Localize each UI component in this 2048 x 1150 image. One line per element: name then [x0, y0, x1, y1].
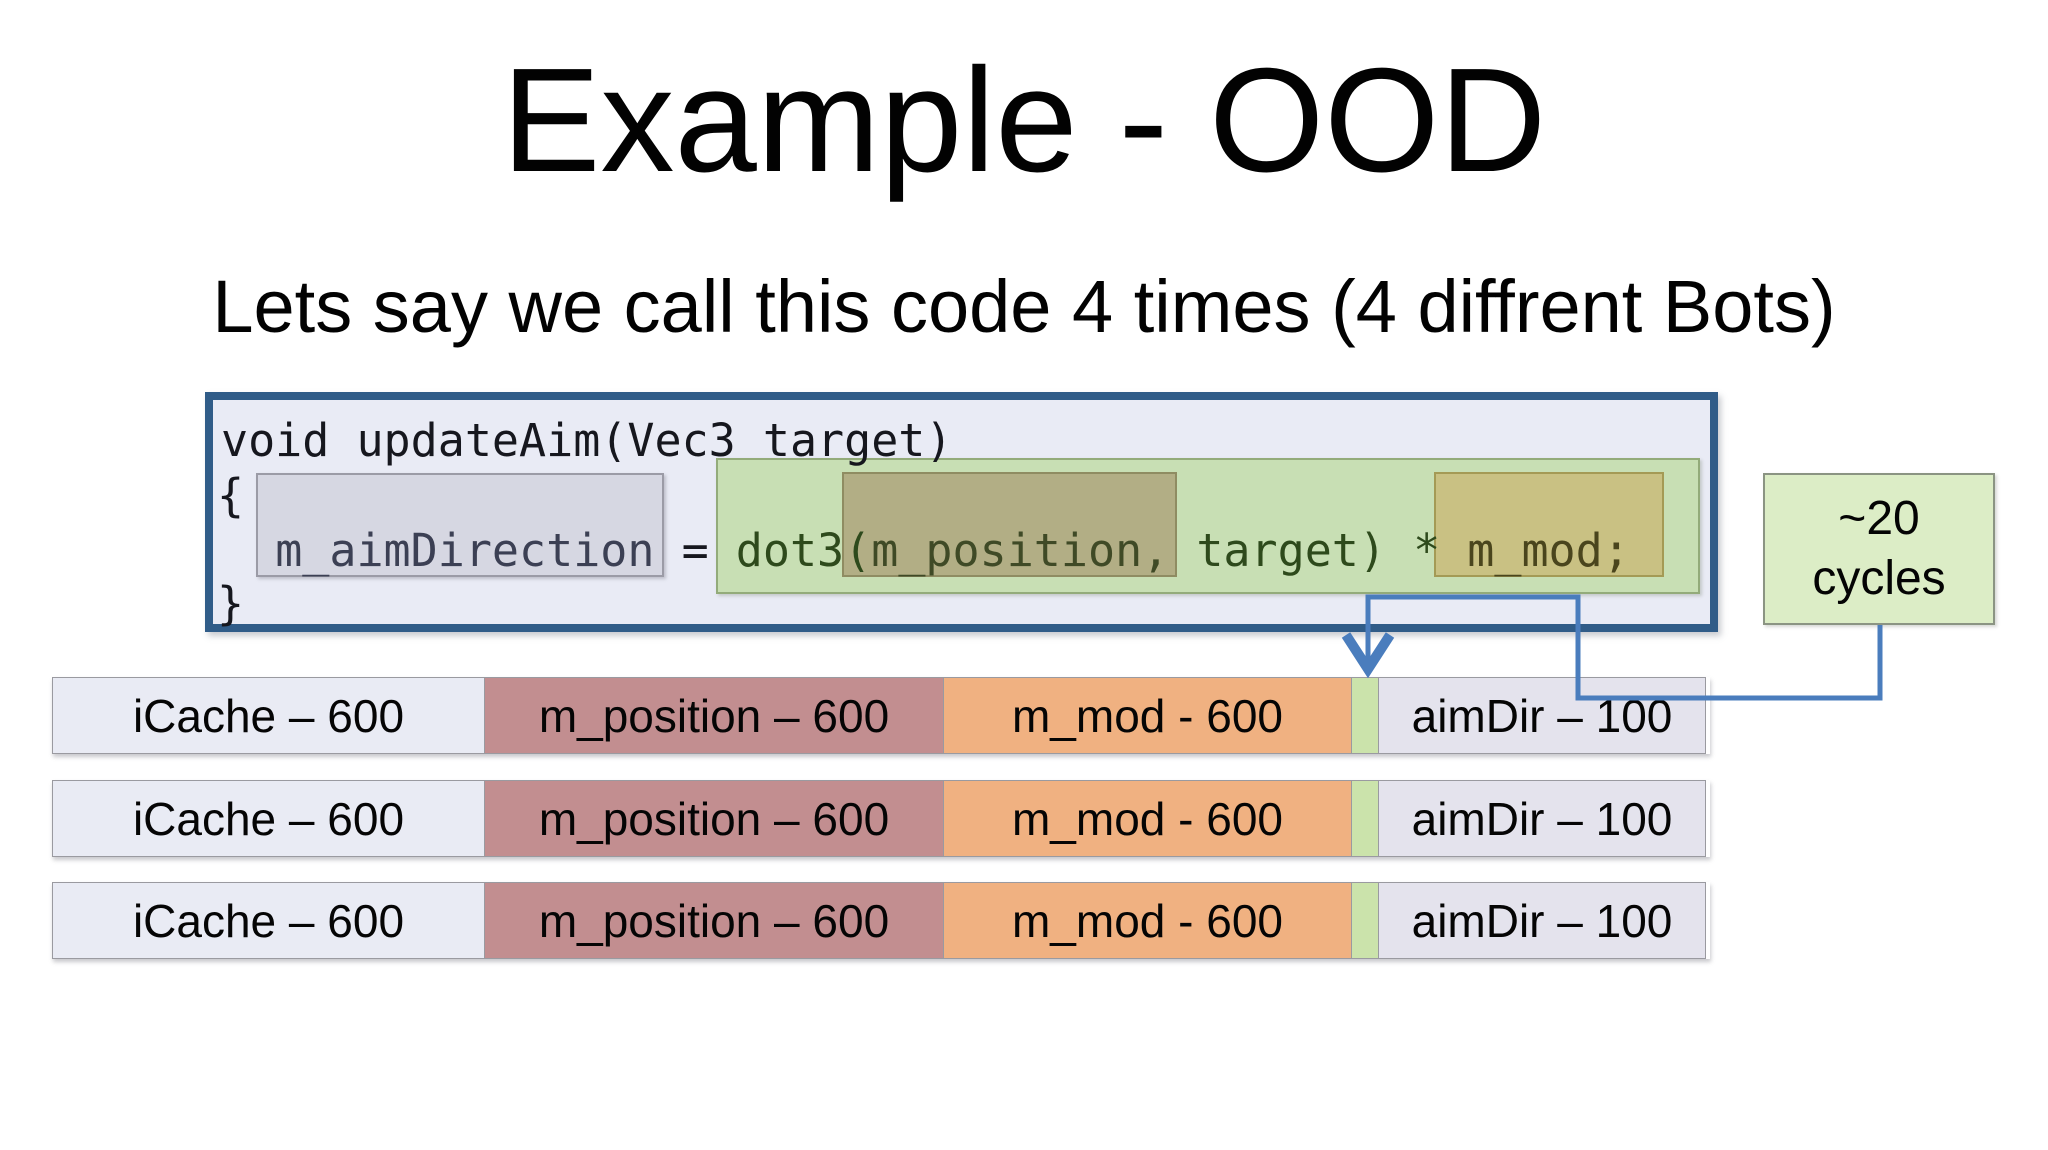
arrowhead-icon [1341, 632, 1395, 679]
bar-cell-aim-sliver [1351, 780, 1379, 857]
code-token-mposition: m_position, [871, 524, 1170, 577]
cycles-callout: ~20 cycles [1763, 473, 1995, 625]
cycles-callout-unit: cycles [1812, 552, 1946, 605]
code-indent [221, 524, 275, 577]
bar-cell-label: m_position – 600 [538, 894, 890, 947]
bar-cell-mposition: m_position – 600 [484, 780, 944, 857]
code-token-dot3-call: dot3( [735, 524, 872, 577]
bar-cell-mmod: m_mod - 600 [943, 780, 1352, 857]
bar-cell-label: aimDir – 100 [1411, 689, 1673, 742]
code-token-target-mul: target) * [1169, 524, 1468, 577]
bar-cell-aimdir: aimDir – 100 [1378, 882, 1706, 959]
code-token-aimdirection: m_aimDirection [275, 524, 655, 577]
highlight-mposition-box [842, 472, 1177, 577]
code-line-open-brace: { [217, 469, 245, 522]
bar-cell-label: m_position – 600 [538, 792, 890, 845]
bar-cell-label: m_mod - 600 [1011, 792, 1283, 845]
memory-bar-row-1: iCache – 600 m_position – 600 m_mod - 60… [52, 677, 1710, 754]
bar-cell-mmod: m_mod - 600 [943, 677, 1352, 754]
bar-cell-icache: iCache – 600 [52, 780, 485, 857]
bar-cell-mposition: m_position – 600 [484, 677, 944, 754]
memory-bar-row-2: iCache – 600 m_position – 600 m_mod - 60… [52, 780, 1710, 857]
highlight-aimdirection-box [256, 473, 664, 577]
code-token-mmod: m_mod; [1467, 524, 1630, 577]
bar-cell-label: aimDir – 100 [1411, 894, 1673, 947]
bar-cell-label: iCache – 600 [132, 792, 405, 845]
bar-cell-aimdir: aimDir – 100 [1378, 677, 1706, 754]
bar-cell-label: iCache – 600 [132, 689, 405, 742]
code-line-close-brace: } [217, 577, 245, 630]
code-line-body: m_aimDirection = dot3(m_position, target… [221, 523, 1630, 578]
bar-cell-label: iCache – 600 [132, 894, 405, 947]
bar-cell-label: aimDir – 100 [1411, 792, 1673, 845]
slide-title: Example - OOD [501, 38, 1547, 203]
highlight-mmod-box [1434, 472, 1664, 577]
cycles-callout-value: ~20 [1838, 492, 1920, 545]
bar-cell-aimdir: aimDir – 100 [1378, 780, 1706, 857]
bar-cell-icache: iCache – 600 [52, 882, 485, 959]
bar-cell-mposition: m_position – 600 [484, 882, 944, 959]
bar-cell-label: m_mod - 600 [1011, 689, 1283, 742]
memory-bar-row-3: iCache – 600 m_position – 600 m_mod - 60… [52, 882, 1710, 959]
bar-cell-label: m_mod - 600 [1011, 894, 1283, 947]
bar-cell-mmod: m_mod - 600 [943, 882, 1352, 959]
bar-cell-aim-sliver [1351, 677, 1379, 754]
slide-subtitle: Lets say we call this code 4 times (4 di… [212, 265, 1836, 348]
bar-cell-label: m_position – 600 [538, 689, 890, 742]
bar-cell-icache: iCache – 600 [52, 677, 485, 754]
code-token-assign: = [654, 524, 736, 577]
code-line-signature: void updateAim(Vec3 target) [221, 414, 953, 467]
bar-cell-aim-sliver [1351, 882, 1379, 959]
